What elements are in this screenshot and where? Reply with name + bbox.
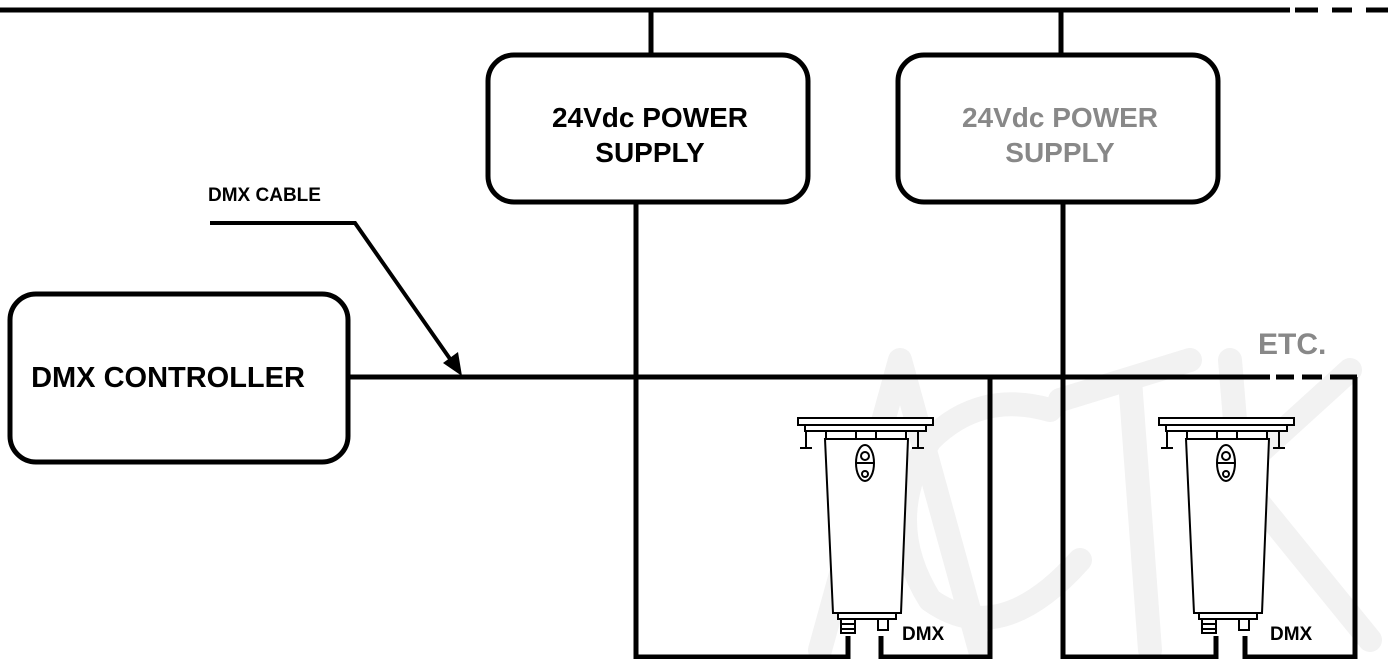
mains-line	[0, 7, 1388, 55]
dmx-cable-arrowhead	[443, 352, 462, 376]
etc-label: ETC.	[1258, 328, 1326, 361]
power-supply-2-box	[895, 52, 1221, 205]
dmx-controller-label: DMX CONTROLLER	[31, 362, 305, 394]
power-supply-1-label-line2: SUPPLY	[595, 137, 705, 168]
power-supply-1-box	[485, 52, 811, 205]
fixture-1-wiring	[633, 202, 993, 659]
power-supply-2-label-line2: SUPPLY	[1005, 137, 1115, 168]
fixture-1-dmx-label: DMX	[902, 624, 945, 645]
fixture-2-icon	[1158, 417, 1295, 634]
power-supply-2-label-line1: 24Vdc POWER	[962, 102, 1158, 133]
fixture-2-wiring	[1060, 202, 1358, 659]
dmx-cable-label: DMX CABLE	[208, 185, 321, 206]
power-supply-1-label-line1: 24Vdc POWER	[552, 102, 748, 133]
fixture-1-icon	[797, 417, 934, 634]
dmx-cable-leader	[210, 221, 457, 368]
fixture-2-dmx-label: DMX	[1270, 624, 1313, 645]
